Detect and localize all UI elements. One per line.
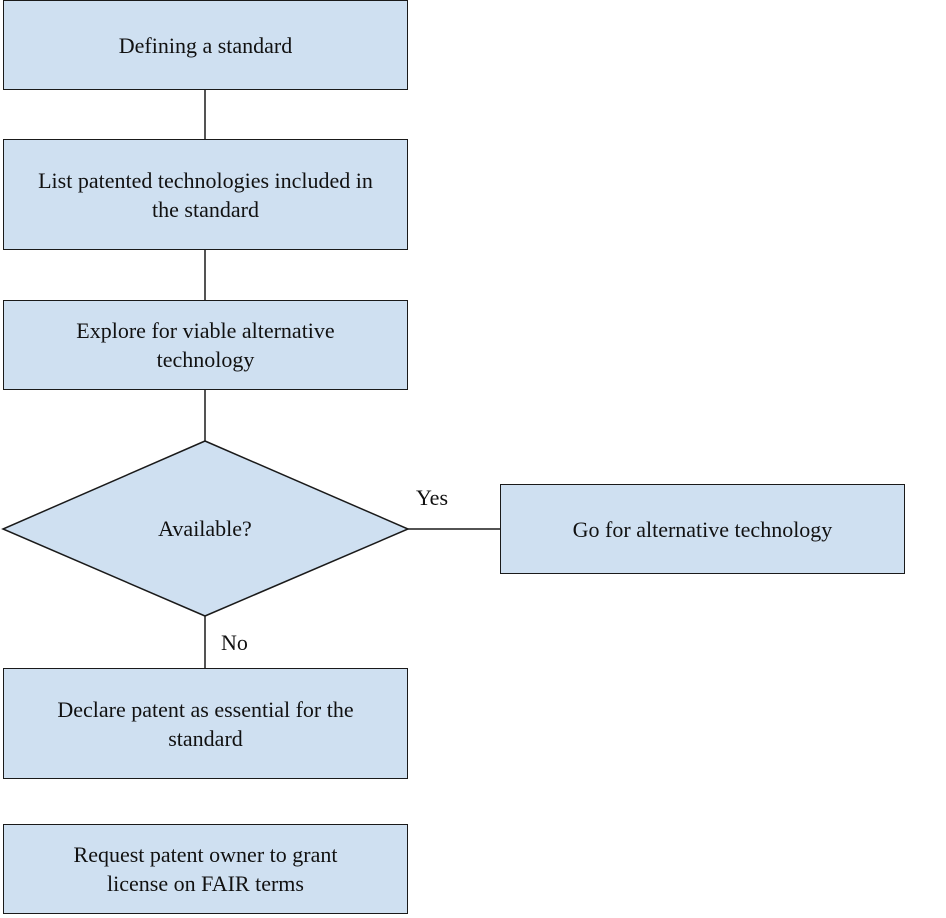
node-go-alternative-text: Go for alternative technology — [572, 516, 833, 542]
node-list-patented-technologies: List patented technologies included in t… — [3, 139, 408, 250]
node-request-license-text: Request patent owner to grant license on… — [73, 842, 338, 896]
node-request-license: Request patent owner to grant license on… — [3, 824, 408, 914]
edge-label-no: No — [221, 630, 248, 655]
edge-label-yes: Yes — [416, 485, 449, 510]
node-explore-alternative-text: Explore for viable alternative technolog… — [76, 318, 335, 372]
node-declare-essential: Declare patent as essential for the stan… — [3, 668, 408, 779]
node-declare-essential-text: Declare patent as essential for the stan… — [57, 696, 354, 751]
decision-available-text: Available? — [158, 516, 252, 541]
node-go-alternative: Go for alternative technology — [500, 484, 905, 574]
node-list-patented-technologies-text: List patented technologies included in t… — [38, 167, 373, 222]
node-explore-alternative: Explore for viable alternative technolog… — [3, 300, 408, 390]
node-defining-standard: Defining a standard — [3, 0, 408, 90]
node-defining-standard-text: Defining a standard — [118, 32, 293, 58]
